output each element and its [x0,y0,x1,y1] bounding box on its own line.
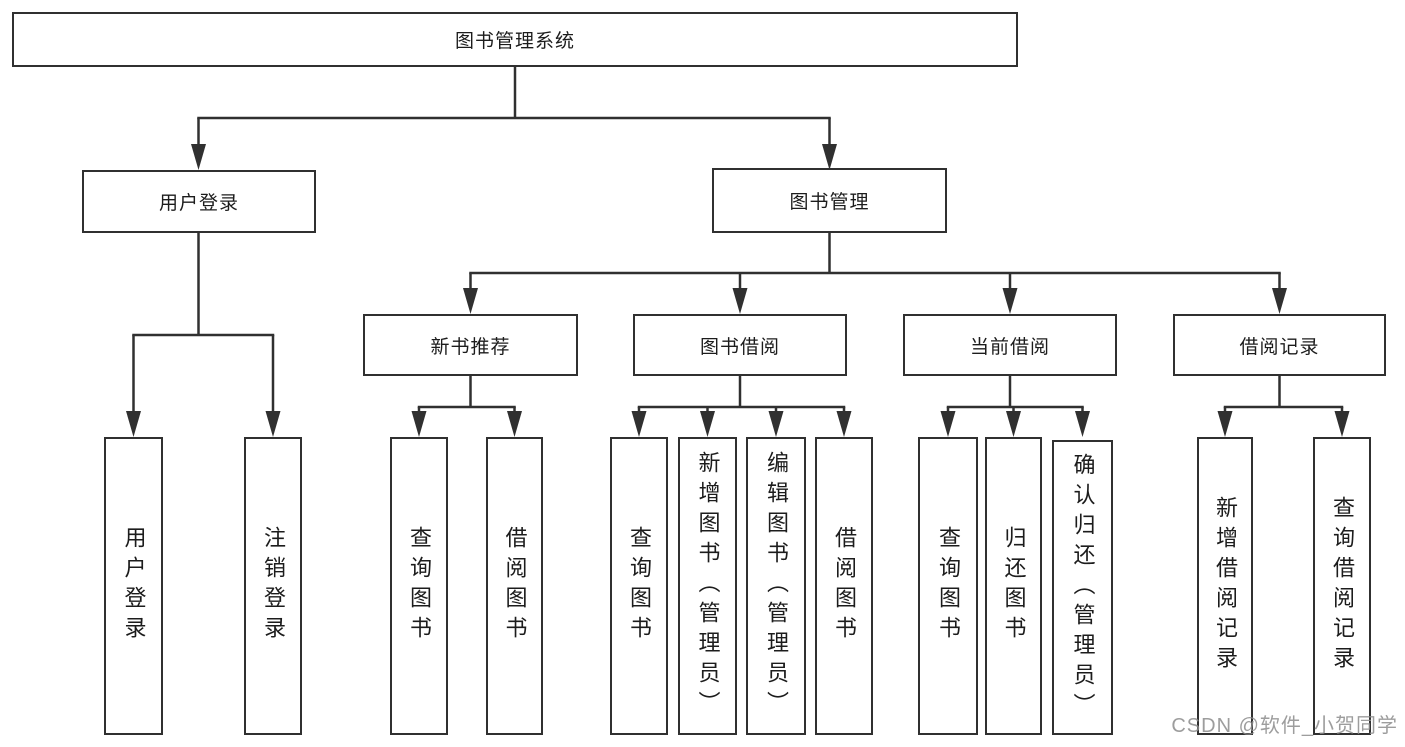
node-label: 用户登录 [121,526,147,646]
node-label: 借阅记录 [1239,336,1320,358]
leaf-add-books-admin: 新增图书（管理员） [678,437,737,735]
node-label: 归还图书 [1001,526,1027,646]
watermark: CSDN @软件_小贺同学 [1171,715,1398,737]
leaf-edit-books-admin: 编辑图书（管理员） [746,437,806,735]
node-label: 图书管理系统 [454,31,575,52]
node-label: 查询借阅记录 [1330,496,1355,676]
leaf-query-books-current: 查询图书 [918,437,978,735]
leaf-query-books-borrowing: 查询图书 [610,437,668,735]
node-user-login: 用户登录 [82,170,316,233]
node-label: 用户登录 [158,193,239,214]
leaf-query-books-recommend: 查询图书 [390,437,448,735]
leaf-user-login: 用户登录 [104,437,163,735]
leaf-logout: 注销登录 [244,437,302,735]
leaf-borrow-books-borrowing: 借阅图书 [815,437,873,735]
leaf-borrow-books-recommend: 借阅图书 [486,437,543,735]
node-label: 注销登录 [261,526,286,646]
node-current-borrowing: 当前借阅 [903,314,1117,376]
node-book-borrowing: 图书借阅 [633,314,847,376]
node-label: 当前借阅 [969,336,1050,358]
node-label: 图书借阅 [699,336,780,358]
node-label: 编辑图书（管理员） [764,451,789,721]
node-label: 查询图书 [407,526,432,646]
node-label: 新增借阅记录 [1213,496,1238,676]
node-label: 新增图书（管理员） [695,451,721,721]
node-label: 查询图书 [627,526,652,646]
leaf-add-borrow-record: 新增借阅记录 [1197,437,1253,735]
node-library-system: 图书管理系统 [12,12,1018,67]
leaf-query-borrow-record: 查询借阅记录 [1313,437,1371,735]
node-borrowing-records: 借阅记录 [1173,314,1386,376]
node-label: 确认归还（管理员） [1070,452,1096,723]
node-label: 借阅图书 [832,526,857,646]
node-new-book-recommendation: 新书推荐 [363,314,578,376]
leaf-return-books: 归还图书 [985,437,1042,735]
node-label: 查询图书 [936,526,961,646]
node-label: 新书推荐 [430,336,511,358]
leaf-confirm-return-admin: 确认归还（管理员） [1052,440,1113,735]
node-label: 图书管理 [789,192,870,213]
node-book-management: 图书管理 [712,168,947,233]
node-label: 借阅图书 [502,526,528,646]
